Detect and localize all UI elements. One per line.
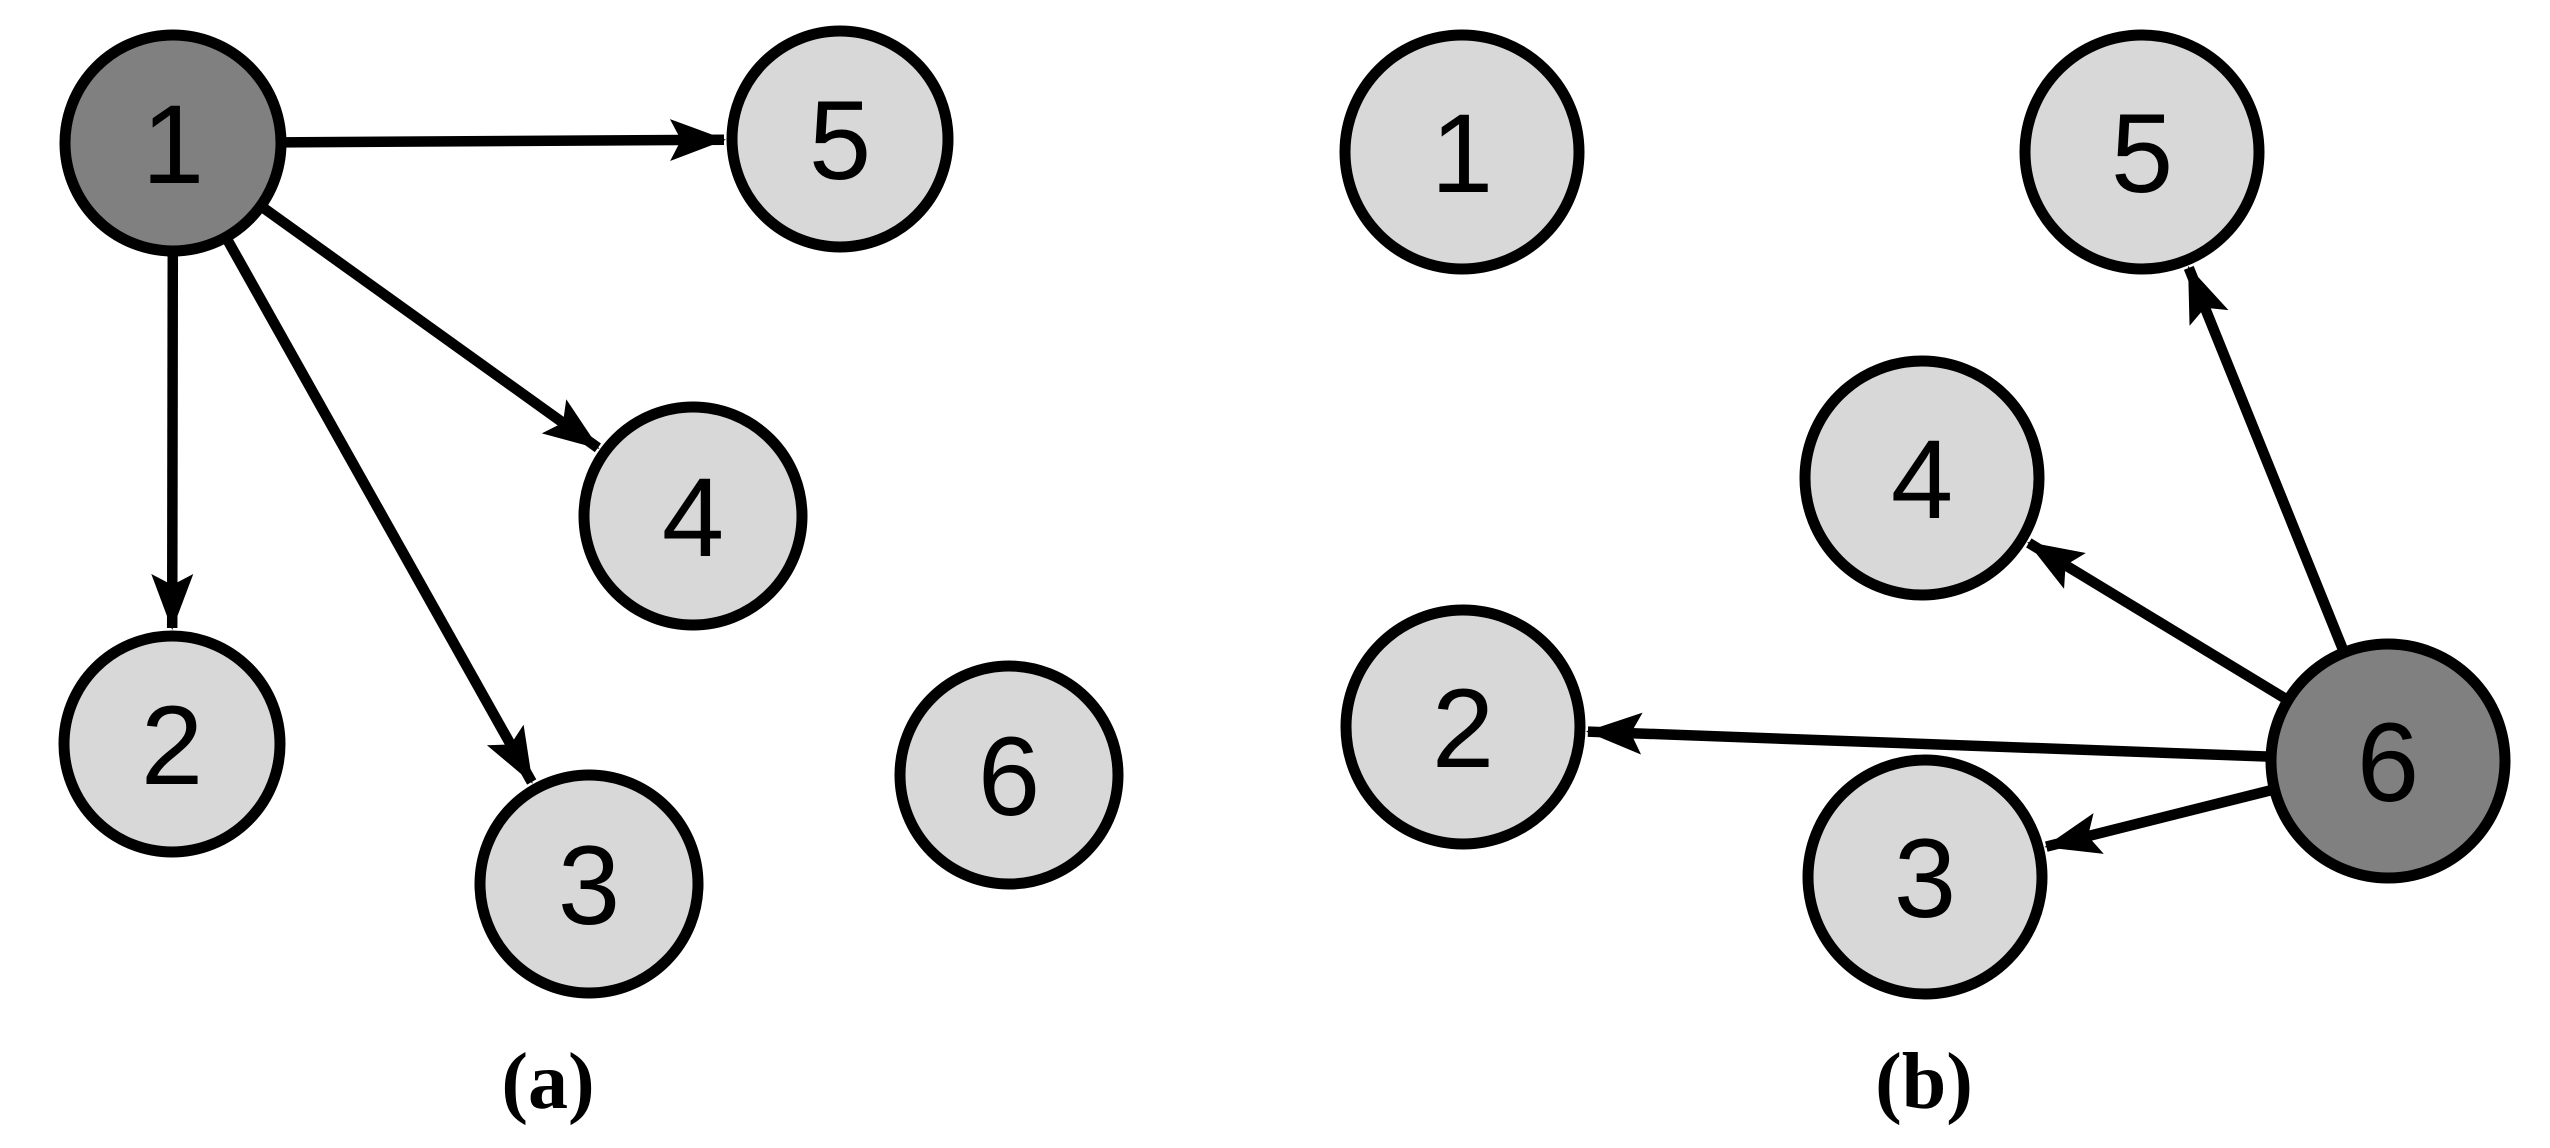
node-a-6-label: 6 — [978, 714, 1040, 839]
caption-b: (b) — [1875, 1038, 1973, 1126]
node-a-2 — [58, 630, 286, 858]
node-b-3 — [1802, 754, 2048, 1000]
edge-a-1-to-5 — [278, 119, 726, 162]
panel-b-nodes: 1 5 4 2 3 6 — [1339, 29, 2511, 1000]
node-a-4-label: 4 — [662, 455, 724, 580]
node-b-6 — [2265, 638, 2511, 884]
edge-b-6-to-4 — [2026, 538, 2293, 706]
node-a-1 — [59, 29, 287, 257]
caption-a: (a) — [501, 1038, 594, 1126]
node-a-3-label: 3 — [558, 823, 620, 948]
panel-b-edges — [1585, 265, 2350, 854]
node-b-6-label: 6 — [2357, 700, 2419, 825]
node-b-3-label: 3 — [1894, 816, 1956, 941]
edge-b-6-to-3 — [2044, 783, 2278, 854]
panel-a-nodes: 1 5 4 2 3 6 — [58, 25, 1124, 999]
node-a-4 — [578, 401, 808, 631]
node-b-1-label: 1 — [1431, 91, 1493, 216]
node-a-5-label: 5 — [809, 78, 871, 203]
node-b-1 — [1339, 29, 1585, 275]
node-a-6 — [894, 660, 1124, 890]
panel-a-edges — [151, 119, 726, 785]
edge-b-6-to-5 — [2183, 265, 2350, 657]
node-b-5 — [2019, 29, 2265, 275]
edge-a-1-to-4 — [256, 200, 601, 453]
node-b-4-label: 4 — [1891, 417, 1953, 542]
edge-a-1-to-2 — [151, 248, 194, 630]
edge-b-6-to-2 — [1585, 712, 2274, 763]
node-a-3 — [474, 769, 704, 999]
edge-a-1-to-3 — [220, 232, 537, 785]
node-b-4 — [1799, 355, 2045, 601]
panel-a: 1 5 4 2 3 6 (a) — [58, 25, 1124, 1126]
node-b-2-label: 2 — [1432, 666, 1494, 791]
node-a-2-label: 2 — [141, 683, 203, 808]
node-b-2 — [1340, 604, 1586, 850]
node-b-5-label: 5 — [2111, 91, 2173, 216]
node-a-1-label: 1 — [142, 82, 204, 207]
panel-b: 1 5 4 2 3 6 (b) — [1339, 29, 2511, 1126]
node-a-5 — [726, 25, 954, 253]
